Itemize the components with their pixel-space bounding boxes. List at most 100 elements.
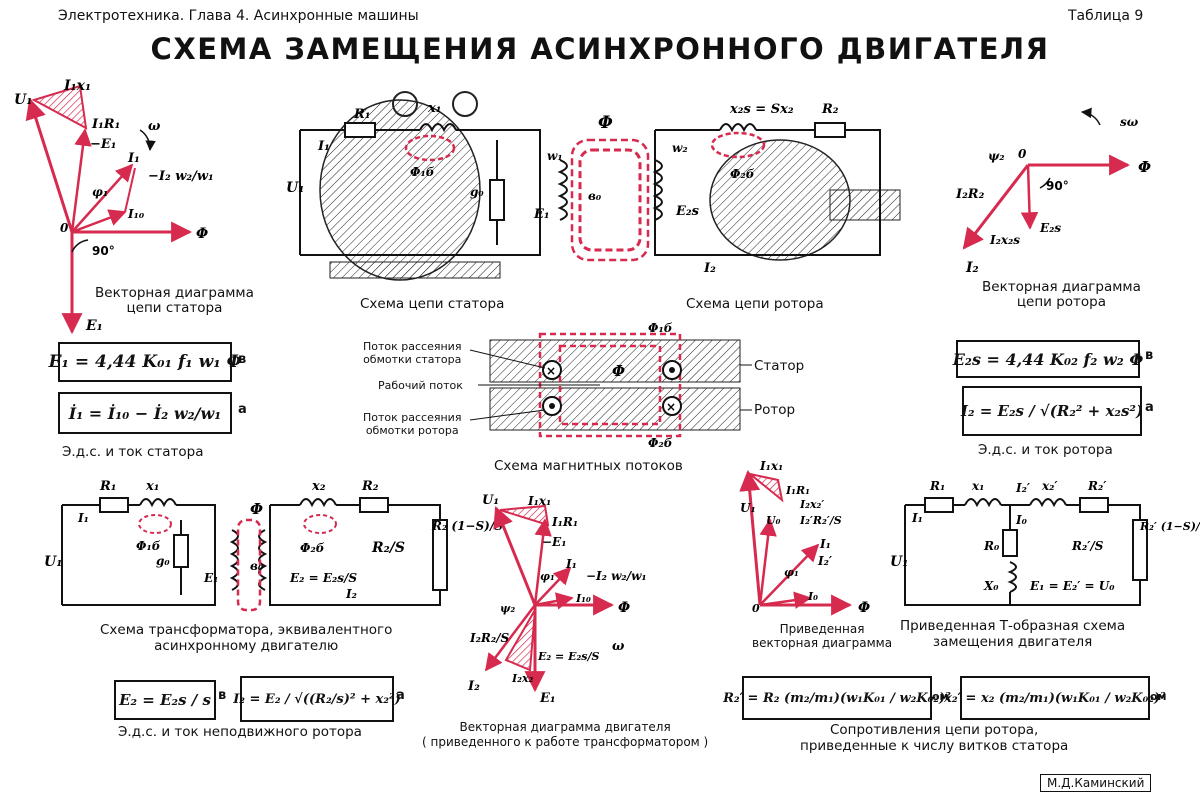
formula-r2-unit: ом <box>932 690 949 703</box>
svg-text:Φ: Φ <box>598 113 613 133</box>
svg-text:I₁: I₁ <box>127 151 140 166</box>
svg-text:I₂x₂′: I₂x₂′ <box>799 498 824 511</box>
svg-text:x₂: x₂ <box>311 479 326 494</box>
svg-text:E₂ = E₂s/S: E₂ = E₂s/S <box>289 571 357 585</box>
i1-vector <box>71 163 134 233</box>
formula-r2-reduced: R₂′ = R₂ (m₂/m₁)(w₁K₀₁ / w₂K₀₂)² <box>723 676 951 720</box>
svg-text:I₂′R₂′/S: I₂′R₂′/S <box>799 514 842 527</box>
svg-text:ψ₂: ψ₂ <box>988 149 1005 163</box>
svg-text:U₁: U₁ <box>482 493 499 508</box>
t-shaped-scheme: R₁ x₁ I₂′ x₂′ R₂′ I₁ U₁ I₀ R₀ X₀ R₂′/S E… <box>890 479 1200 606</box>
svg-text:x₁: x₁ <box>971 479 984 493</box>
svg-text:90°: 90° <box>92 244 115 258</box>
svg-text:I₁R₁: I₁R₁ <box>91 117 120 132</box>
caption-t-scheme: Приведенная Т-образная схема замещения д… <box>900 618 1126 650</box>
svg-text:I₂: I₂ <box>345 587 357 601</box>
svg-text:R₂ (1−S)/S: R₂ (1−S)/S <box>431 519 503 533</box>
svg-text:I₂′: I₂′ <box>1015 481 1031 495</box>
motor-vector-diagram: U₁ I₁x₁ I₁R₁ −E₁ I₁ −I₂ w₂/w₁ I₁₀ φ₁ ψ₂ … <box>467 493 647 706</box>
svg-text:I₂: I₂ <box>965 260 979 276</box>
formula-e2s: E₂s = 4,44 K₀₂ f₂ w₂ Φ <box>953 340 1143 378</box>
svg-text:R₁: R₁ <box>929 479 945 493</box>
svg-text:Φ: Φ <box>612 362 625 380</box>
stator-vector-diagram: U₁ I₁x₁ I₁R₁ −E₁ ω I₁ −I₂ w₂/w₁ φ₁ I₁₀ 0… <box>14 78 214 335</box>
svg-text:Φ₁б: Φ₁б <box>648 321 673 335</box>
caption-stator-emf: Э.д.с. и ток статора <box>62 444 204 460</box>
caption-rotor-emf: Э.д.с. и ток ротора <box>978 442 1113 458</box>
r2-resistor <box>814 122 846 138</box>
label-rotor: Ротор <box>754 402 796 418</box>
caption-rotor-circuit: Схема цепи ротора <box>686 296 824 312</box>
x1-inductor <box>419 123 457 133</box>
svg-text:I₂R₂: I₂R₂ <box>955 187 985 202</box>
svg-text:E₂ = E₂s/S: E₂ = E₂s/S <box>537 650 599 663</box>
svg-text:E₂s: E₂s <box>1039 221 1061 235</box>
caption-transformer: Схема трансформатора, эквивалентного аси… <box>100 622 393 654</box>
svg-text:R₂/S: R₂/S <box>371 540 405 556</box>
caption-rotor-resist: Сопротивления цепи ротора, приведенные к… <box>800 722 1069 754</box>
svg-text:g₀: g₀ <box>470 185 484 199</box>
svg-text:I₁x₁: I₁x₁ <box>759 459 783 473</box>
flux-link: Φ <box>570 113 650 262</box>
svg-text:g₀: g₀ <box>156 554 170 568</box>
i10-vector <box>71 209 127 234</box>
svg-text:x₂s = Sx₂: x₂s = Sx₂ <box>729 102 794 117</box>
svg-text:−E₁: −E₁ <box>90 137 117 152</box>
svg-text:x₁: x₁ <box>427 101 441 116</box>
caption-still-rotor: Э.д.с. и ток неподвижного ротора <box>118 724 362 740</box>
formula-x2-reduced: x₂′ = x₂ (m₂/m₁)(w₁K₀₁ / w₂K₀₂)² <box>944 676 1166 720</box>
formula-i2-still: I₂ = E₂ / √((R₂/s)² + x₂²) <box>233 676 401 722</box>
caption-magnetic-flux: Схема магнитных потоков <box>494 458 683 474</box>
svg-text:x₂′: x₂′ <box>1041 479 1058 493</box>
i2-component <box>124 167 136 213</box>
svg-text:×: × <box>666 400 676 414</box>
formula-x2-unit: ом <box>1150 690 1167 703</box>
svg-text:I₁: I₁ <box>317 139 330 154</box>
svg-text:X₀: X₀ <box>983 579 999 593</box>
caption-stator-vector: Векторная диаграмма цепи статора <box>95 285 254 316</box>
magnetic-flux-scheme: × × Φ Φ₁б Φ₂б <box>469 321 752 450</box>
svg-text:U₁: U₁ <box>44 554 62 570</box>
svg-text:I₂R₂/S: I₂R₂/S <box>469 631 509 645</box>
svg-text:E₁: E₁ <box>85 318 103 334</box>
label-rotor-leak: Поток рассеяния обмотки ротора <box>363 411 462 437</box>
svg-text:E₁ = E₂′ = U₀: E₁ = E₂′ = U₀ <box>1029 579 1115 593</box>
u1-vector <box>25 97 74 233</box>
svg-text:Φ: Φ <box>250 500 263 518</box>
svg-text:I₂x₂: I₂x₂ <box>511 672 534 685</box>
formula-i2-tag: а <box>1145 400 1154 415</box>
svg-text:I₀: I₀ <box>1015 513 1028 527</box>
svg-text:I₁₀: I₁₀ <box>127 207 145 221</box>
label-stator-leak: Поток рассеяния обмотки статора <box>363 340 462 366</box>
svg-text:I₁: I₁ <box>911 511 923 525</box>
rotor-circuit: x₂s = Sx₂ R₂ w₂ Φ₂б E₂s I₂ <box>652 102 901 276</box>
svg-text:Φ₂б: Φ₂б <box>648 436 673 450</box>
svg-text:I₁x₁: I₁x₁ <box>527 494 551 508</box>
svg-text:E₁: E₁ <box>533 207 550 222</box>
formula-i2: I₂ = E₂s / √(R₂² + x₂s²) <box>961 386 1143 436</box>
svg-text:Φ₁б: Φ₁б <box>410 165 435 179</box>
transformer-scheme: R₁ x₁ I₁ U₁ Φ₁б g₀ E₁ Φ в₀ x₂ R₂ Φ₂б E₂ … <box>44 479 503 612</box>
r1-resistor <box>344 122 376 138</box>
svg-text:90°: 90° <box>1046 179 1069 193</box>
svg-text:I₀: I₀ <box>807 590 818 603</box>
svg-text:U₁: U₁ <box>286 180 304 196</box>
x2s-inductor <box>719 123 757 133</box>
label-working-flux: Рабочий поток <box>378 379 463 392</box>
formula-e2-tag: в <box>218 688 227 703</box>
formula-i1: İ₁ = İ₁₀ − İ₂ w₂/w₁ <box>58 392 232 434</box>
svg-text:R₀: R₀ <box>983 539 1000 553</box>
svg-text:I₁: I₁ <box>77 511 89 525</box>
chapter-header: Электротехника. Глава 4. Асинхронные маш… <box>58 8 419 24</box>
svg-text:R₂: R₂ <box>821 102 839 117</box>
svg-text:0: 0 <box>1018 147 1027 161</box>
svg-text:I₁₀: I₁₀ <box>575 592 591 605</box>
svg-text:Φ: Φ <box>196 226 208 242</box>
svg-text:ω: ω <box>612 639 625 654</box>
svg-text:x₁: x₁ <box>145 479 159 494</box>
svg-text:−I₂ w₂/w₁: −I₂ w₂/w₁ <box>148 169 214 184</box>
svg-text:sω: sω <box>1120 115 1139 129</box>
svg-text:U₁: U₁ <box>14 92 32 108</box>
formula-e1-tag: в <box>238 352 247 367</box>
